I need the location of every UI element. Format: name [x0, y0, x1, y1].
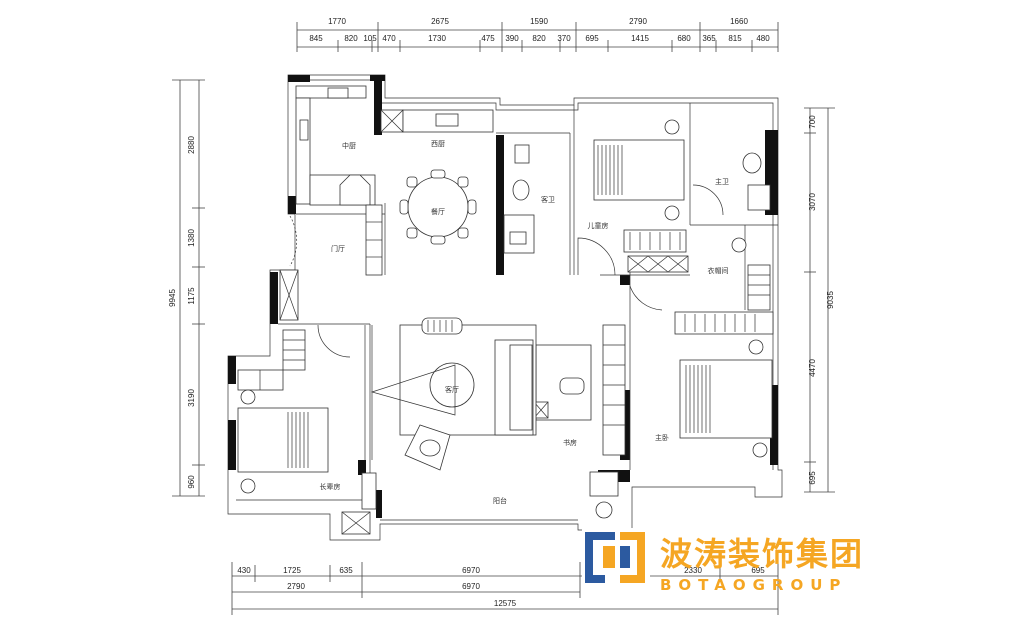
dim-top-365: 365: [702, 34, 716, 43]
label-balcony: 阳台: [493, 496, 507, 505]
label-entry: 门厅: [331, 244, 345, 253]
master-toilet: [742, 152, 762, 174]
kitchen-sink: [327, 87, 349, 99]
master-bath-vanity: [747, 184, 771, 211]
coffee-table: [429, 362, 475, 408]
dim-top-1590: 1590: [530, 17, 548, 26]
washing-machine: [595, 501, 613, 519]
dim-left-3190: 3190: [187, 389, 196, 407]
dim-top-475: 475: [481, 34, 495, 43]
label-cloakroom: 衣帽间: [708, 266, 729, 275]
bottom-dimensions: 430 1725 635 6970 2330 695 2790 6970 125…: [231, 562, 779, 615]
kids-bed: [593, 139, 685, 201]
dim-bottom-695: 695: [751, 566, 765, 575]
tv-viewcone: [370, 364, 456, 416]
dim-top-2790: 2790: [629, 17, 647, 26]
label-study: 书房: [563, 438, 577, 447]
kitchen-counter-left: [295, 97, 311, 205]
label-master-bed: 主卧: [655, 433, 669, 442]
balcony-sink: [589, 471, 619, 497]
brand-logo: 波涛装饰集团 BOTAOGROUP: [582, 528, 864, 594]
label-kitchen: 中厨: [342, 141, 356, 150]
brand-mark-icon: [582, 528, 650, 588]
furniture: [237, 85, 774, 535]
master-bed: [679, 359, 773, 439]
dim-top-1770: 1770: [328, 17, 346, 26]
dim-left-2880: 2880: [187, 136, 196, 154]
western-sink: [435, 113, 459, 127]
dim-bottom-2790: 2790: [287, 582, 305, 591]
armchair: [404, 424, 451, 471]
dim-top-480: 480: [756, 34, 770, 43]
kids-wardrobe: [623, 229, 687, 253]
label-western-kitchen: 西厨: [431, 140, 445, 148]
dim-bottom-6970a: 6970: [462, 566, 480, 575]
label-elder-room: 长辈房: [320, 482, 341, 491]
left-dimensions: 9945 2880 1380 1175 3190 960: [168, 79, 205, 497]
label-living: 客厅: [445, 385, 459, 394]
study-bookshelf: [602, 324, 626, 456]
kitchen-stove: [299, 119, 309, 141]
dim-bottom-1725: 1725: [283, 566, 301, 575]
dim-top-845: 845: [309, 34, 323, 43]
dim-bottom-total: 12575: [494, 599, 517, 608]
guest-toilet: [512, 179, 530, 201]
dim-bottom-635: 635: [339, 566, 353, 575]
dim-left-9945: 9945: [168, 289, 177, 307]
room-labels: 中厨 西厨 餐厅 门厅 客卫 儿童房 主卫 衣帽间 客厅 书房 主卧 长辈房 阳…: [320, 140, 730, 505]
dim-right-9035: 9035: [826, 291, 835, 309]
dim-bottom-6970b: 6970: [462, 582, 480, 591]
dim-top-1730: 1730: [428, 34, 446, 43]
top-dimensions: 1770 2675 1590 2790 1660 845 820 105 470…: [296, 17, 779, 52]
dim-top-1660: 1660: [730, 17, 748, 26]
dim-top-820b: 820: [532, 34, 546, 43]
dim-right-4470: 4470: [808, 359, 817, 377]
dim-left-1175: 1175: [187, 287, 196, 305]
dim-top-470: 470: [382, 34, 396, 43]
dim-right-695: 695: [808, 471, 817, 485]
label-dining: 餐厅: [431, 207, 445, 216]
dim-top-695: 695: [585, 34, 599, 43]
dim-top-680: 680: [677, 34, 691, 43]
label-master-bath: 主卫: [715, 177, 729, 186]
dim-top-370: 370: [557, 34, 571, 43]
dim-top-105: 105: [363, 34, 377, 43]
label-kids-room: 儿童房: [588, 221, 609, 230]
brand-name-cn: 波涛装饰集团: [660, 535, 864, 573]
dim-bottom-2330: 2330: [684, 566, 702, 575]
dim-top-815: 815: [728, 34, 742, 43]
label-guest-bath: 客卫: [541, 195, 555, 204]
dim-top-1415: 1415: [631, 34, 649, 43]
dim-left-960: 960: [187, 475, 196, 489]
brand-name-en: BOTAOGROUP: [660, 576, 847, 594]
elder-bed: [237, 407, 329, 473]
kitchen-appliance: [339, 174, 371, 206]
right-dimensions: 700 3070 9035 4470 695: [804, 107, 835, 493]
dim-bottom-430: 430: [237, 566, 251, 575]
dim-top-2675: 2675: [431, 17, 449, 26]
dim-top-820a: 820: [344, 34, 358, 43]
cloakroom-rail: [674, 311, 774, 335]
dim-right-700: 700: [808, 115, 817, 129]
cloakroom-cabinet: [747, 264, 771, 311]
dim-top-390: 390: [505, 34, 519, 43]
dim-left-1380: 1380: [187, 229, 196, 247]
study-chair: [559, 377, 585, 395]
dim-right-3070: 3070: [808, 193, 817, 211]
